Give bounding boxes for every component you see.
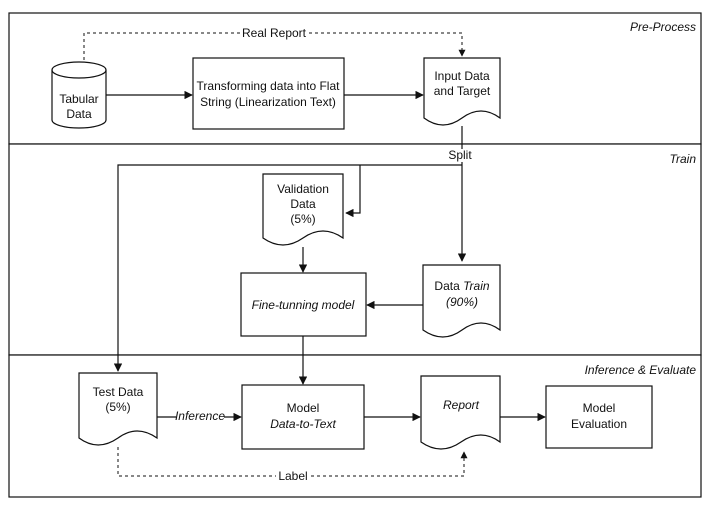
- stage-preprocess-label: Pre-Process: [630, 20, 696, 34]
- edge-split-to-validation: [345, 165, 361, 218]
- test-data-line-2: (5%): [105, 400, 130, 414]
- tabular-data-node: Tabular Data: [51, 61, 107, 129]
- validation-line-2: Data: [290, 197, 316, 211]
- data-train-line-1: Data Train: [434, 279, 489, 293]
- edge-real-report-label: Real Report: [242, 26, 307, 40]
- stage-train-label: Train: [670, 152, 697, 166]
- fine-tuning-label: Fine-tunning model: [252, 298, 355, 312]
- model-evaluation-line-1: Model: [583, 401, 616, 415]
- edge-split-label: Split: [448, 148, 472, 162]
- validation-line-3: (5%): [290, 212, 315, 226]
- model-line-1: Model: [287, 401, 320, 415]
- model-evaluation-line-2: Evaluation: [571, 417, 627, 431]
- tabular-data-line-1: Tabular: [59, 92, 98, 106]
- transform-line-1: Transforming data into Flat: [197, 79, 341, 93]
- model-evaluation-node: Model Evaluation: [545, 385, 653, 449]
- transform-node: Transforming data into Flat String (Line…: [192, 57, 345, 130]
- model-line-2: Data-to-Text: [270, 417, 336, 431]
- model-node: Model Data-to-Text: [241, 384, 365, 450]
- edge-label-label: Label: [278, 469, 307, 483]
- edge-label: [117, 447, 468, 477]
- input-data-line-2: and Target: [434, 84, 491, 98]
- fine-tuning-node: Fine-tunning model: [240, 272, 367, 337]
- data-train-prefix: Data: [434, 279, 463, 293]
- data-train-line-2: (90%): [446, 295, 478, 309]
- data-train-emph: Train: [463, 279, 490, 293]
- test-data-node: Test Data (5%): [78, 372, 158, 446]
- input-data-node: Input Data and Target: [423, 57, 501, 126]
- report-label: Report: [443, 398, 480, 412]
- transform-line-2: String (Linearization Text): [200, 95, 336, 109]
- validation-data-node: Validation Data (5%): [262, 173, 344, 246]
- stage-inference-label: Inference & Evaluate: [585, 363, 697, 377]
- edge-split-to-test: [113, 164, 462, 372]
- data-train-node: Data Train (90%): [422, 264, 501, 338]
- stage-preprocess-frame: [8, 12, 702, 145]
- test-data-line-1: Test Data: [93, 385, 144, 399]
- report-node: Report: [420, 375, 501, 450]
- input-data-line-1: Input Data: [434, 69, 490, 83]
- tabular-data-line-2: Data: [66, 107, 92, 121]
- edge-inference-label: Inference: [175, 409, 225, 423]
- validation-line-1: Validation: [277, 182, 329, 196]
